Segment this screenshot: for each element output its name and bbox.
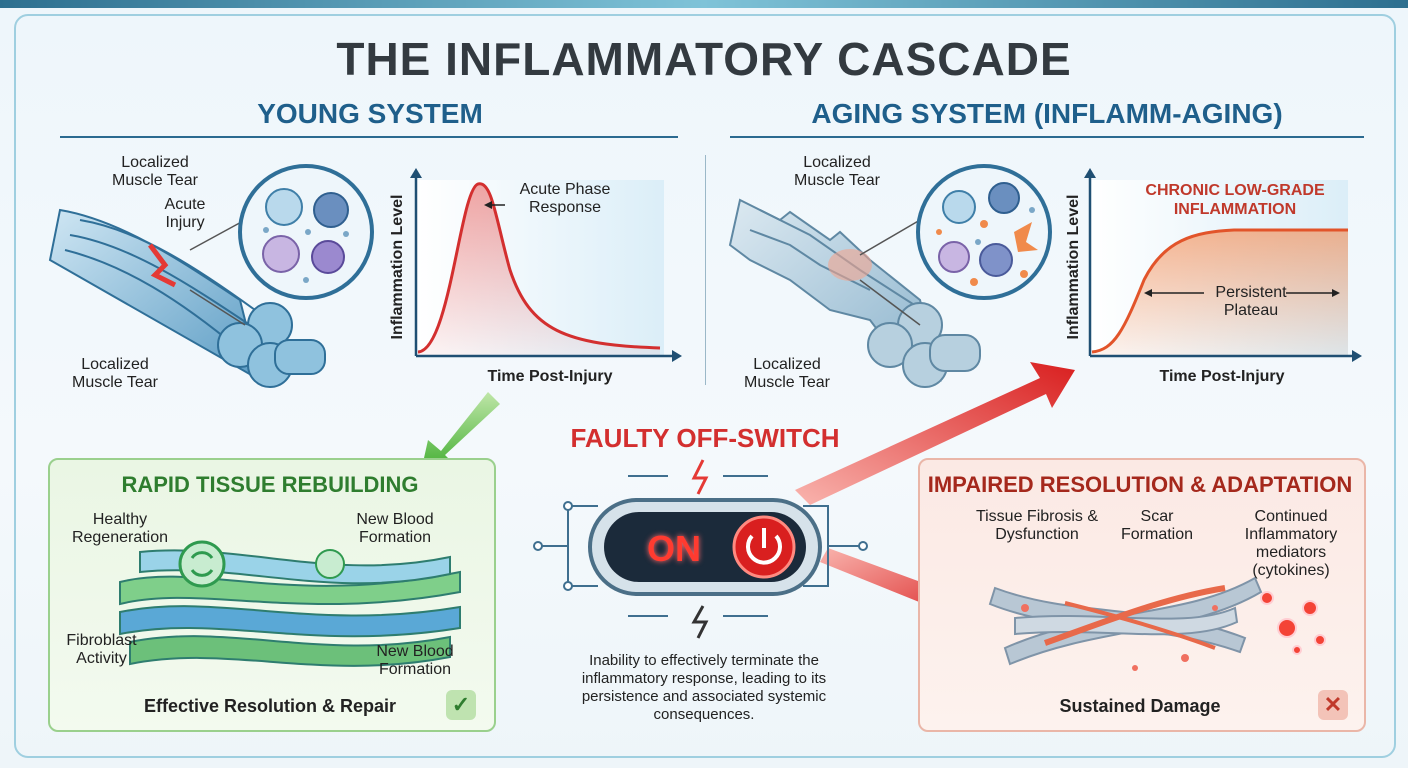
section-divider — [705, 155, 706, 385]
top-accent-bar — [0, 0, 1408, 8]
outer-frame — [14, 14, 1396, 758]
young-label-tear-bottom: Localized Muscle Tear — [72, 356, 158, 391]
aging-inflammation-chart — [1084, 168, 1362, 362]
young-heading-rule — [60, 136, 678, 138]
aging-label-tear-bottom: Localized Muscle Tear — [744, 356, 830, 391]
impaired-footer: Sustained Damage — [1059, 696, 1221, 716]
aging-system-heading: AGING SYSTEM (INFLAMM-AGING) — [811, 98, 1283, 129]
healthy-tissue-illustration — [119, 540, 461, 667]
aging-cell-magnifier — [916, 164, 1052, 300]
young-inflammation-chart — [410, 168, 682, 362]
label-fibroblast: Fibroblast Activity — [66, 632, 137, 667]
cross-icon: ✕ — [1318, 690, 1348, 720]
red-arrow-up — [795, 362, 1075, 505]
label-inflammatory-mediators: Continued Inflammatory mediators (cytoki… — [1244, 508, 1338, 579]
young-cell-magnifier — [238, 164, 374, 300]
label-tissue-fibrosis: Tissue Fibrosis & Dysfunction — [975, 508, 1099, 543]
rebuild-footer: Effective Resolution & Repair — [143, 696, 397, 716]
young-curve-line — [417, 182, 661, 354]
fibrotic-tissue-illustration — [988, 576, 1326, 671]
label-new-blood-bottom: New Blood Formation — [376, 643, 454, 678]
young-curve-area — [418, 183, 660, 356]
faulty-switch-illustration — [533, 459, 868, 639]
young-label-acute-injury: Acute Injury — [164, 196, 206, 231]
impaired-resolution-title: IMPAIRED RESOLUTION & ADAPTATION — [927, 472, 1353, 497]
faulty-switch-heading: FAULTY OFF-SWITCH — [570, 423, 840, 453]
aging-label-tear-top: Localized Muscle Tear — [794, 154, 880, 189]
label-healthy-regeneration: Healthy Regeneration — [71, 511, 169, 546]
label-new-blood-top: New Blood Formation — [356, 511, 434, 546]
aging-muscle-illustration — [728, 198, 981, 388]
regeneration-icon — [178, 540, 226, 588]
aging-chart-annotation: Persistent Plateau — [1215, 284, 1287, 319]
young-system-heading: YOUNG SYSTEM — [257, 98, 483, 129]
aging-tear-mark — [828, 249, 872, 281]
aging-x-axis-label: Time Post-Injury — [1159, 368, 1285, 385]
young-muscle-illustration — [48, 208, 326, 388]
page-title: THE INFLAMMATORY CASCADE — [336, 33, 1072, 85]
check-icon: ✓ — [446, 690, 476, 720]
young-label-tear-top: Localized Muscle Tear — [112, 154, 198, 189]
switch-description: Inability to effectively terminate the i… — [581, 652, 827, 723]
switch-state-label: ON — [647, 528, 701, 569]
tear-mark — [148, 243, 177, 288]
aging-heading-rule — [730, 136, 1364, 138]
rapid-rebuilding-title: RAPID TISSUE REBUILDING — [121, 472, 419, 497]
young-x-axis-label: Time Post-Injury — [487, 368, 613, 385]
aging-chart-title: CHRONIC LOW-GRADE INFLAMMATION — [1145, 182, 1325, 218]
aging-curve-line — [1091, 228, 1348, 354]
label-scar-formation: Scar Formation — [1120, 508, 1194, 543]
young-chart-annotation: Acute Phase Response — [519, 181, 611, 216]
green-arrow — [420, 392, 500, 476]
